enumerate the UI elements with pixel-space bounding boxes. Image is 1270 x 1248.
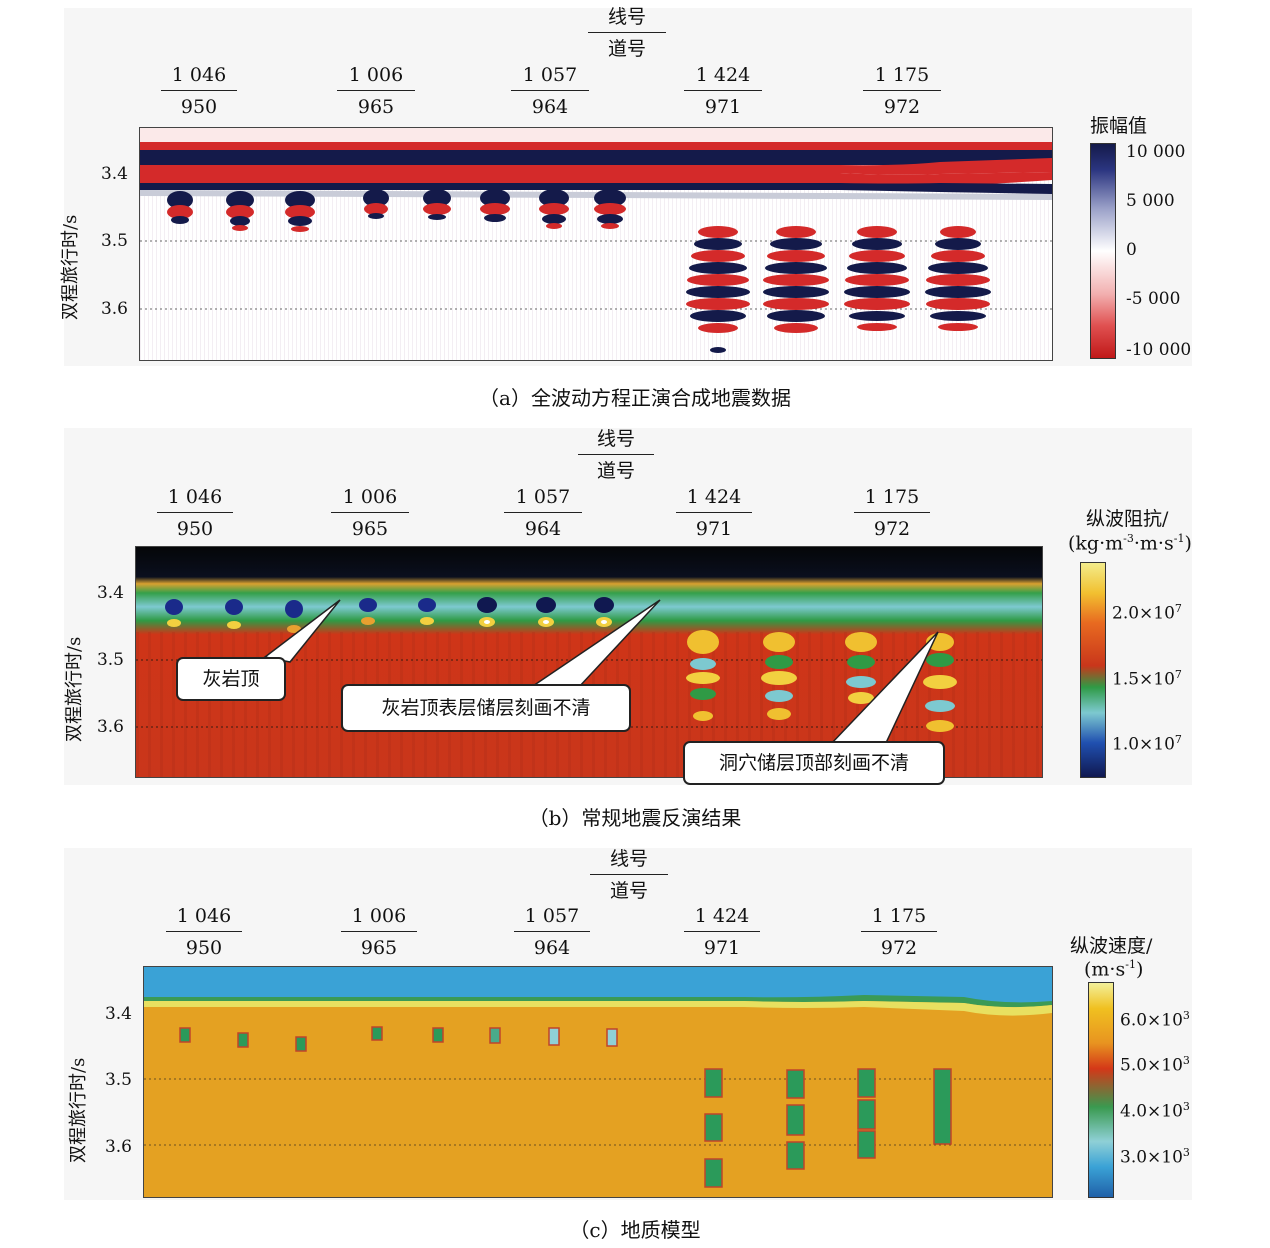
seismic-anomaly-group [167,189,626,232]
panel-c-caption: （c）地质模型 [569,1218,701,1242]
colorbar-tick: 1.5×107 [1112,668,1182,690]
y-tick: 3.4 [104,1004,132,1024]
colorbar-title: 纵波速度/ [1070,935,1153,957]
panel-a-caption: （a）全波动方程正演合成地震数据 [479,386,791,410]
velocity-colorbar [1088,982,1114,1198]
annotation-limestone-top: 灰岩顶 [176,657,286,701]
amplitude-colorbar [1090,143,1116,359]
colorbar-tick: 1.0×107 [1112,733,1182,755]
y-tick: 3.5 [104,1070,132,1090]
y-tick: 3.4 [100,164,128,184]
y-tick: 3.5 [100,231,128,251]
colorbar-tick: -5 000 [1126,289,1181,309]
colorbar-tick: 3.0×103 [1120,1146,1190,1168]
line-trace-header: 线号 道号 [578,428,654,482]
geologic-model-plot [143,966,1053,1198]
colorbar-unit: (kg·m-3·m·s-1) [1068,532,1192,555]
line-header-label: 线号 [588,6,666,33]
seismic-cave-anomaly-group [686,226,991,353]
y-tick: 3.6 [100,299,128,319]
colorbar-tick: 4.0×103 [1120,1100,1190,1122]
colorbar-tick: -10 000 [1126,340,1192,360]
y-tick: 3.6 [104,1137,132,1157]
y-tick: 3.5 [96,650,124,670]
y-axis-label: 双程旅行时/s [68,1057,89,1163]
colorbar-title: 纵波阻抗/ [1086,508,1169,530]
line-trace-header: 线号 道号 [590,848,668,902]
annotation-cave-reservoir: 洞穴储层顶部刻画不清 [683,741,945,785]
line-trace-header: 线号 道号 [588,6,666,60]
colorbar-tick: 5.0×103 [1120,1054,1190,1076]
colorbar-title: 振幅值 [1090,115,1148,137]
impedance-colorbar [1080,562,1106,778]
y-tick: 3.6 [96,717,124,737]
colorbar-tick: 6.0×103 [1120,1009,1190,1031]
colorbar-tick: 5 000 [1126,191,1175,211]
cave-model-blocks [179,1026,952,1188]
colorbar-tick: 0 [1126,240,1137,260]
seismic-section-plot [139,127,1053,361]
annotation-surface-reservoir: 灰岩顶表层储层刻画不清 [341,684,631,732]
colorbar-tick: 10 000 [1126,142,1186,162]
trace-header-label: 道号 [607,38,646,60]
impedance-anomaly-group [165,597,957,732]
colorbar-unit: (m·s-1) [1084,958,1144,981]
panel-b-caption: （b）常规地震反演结果 [528,806,742,830]
colorbar-tick: 2.0×107 [1112,602,1182,624]
y-tick: 3.4 [96,583,124,603]
